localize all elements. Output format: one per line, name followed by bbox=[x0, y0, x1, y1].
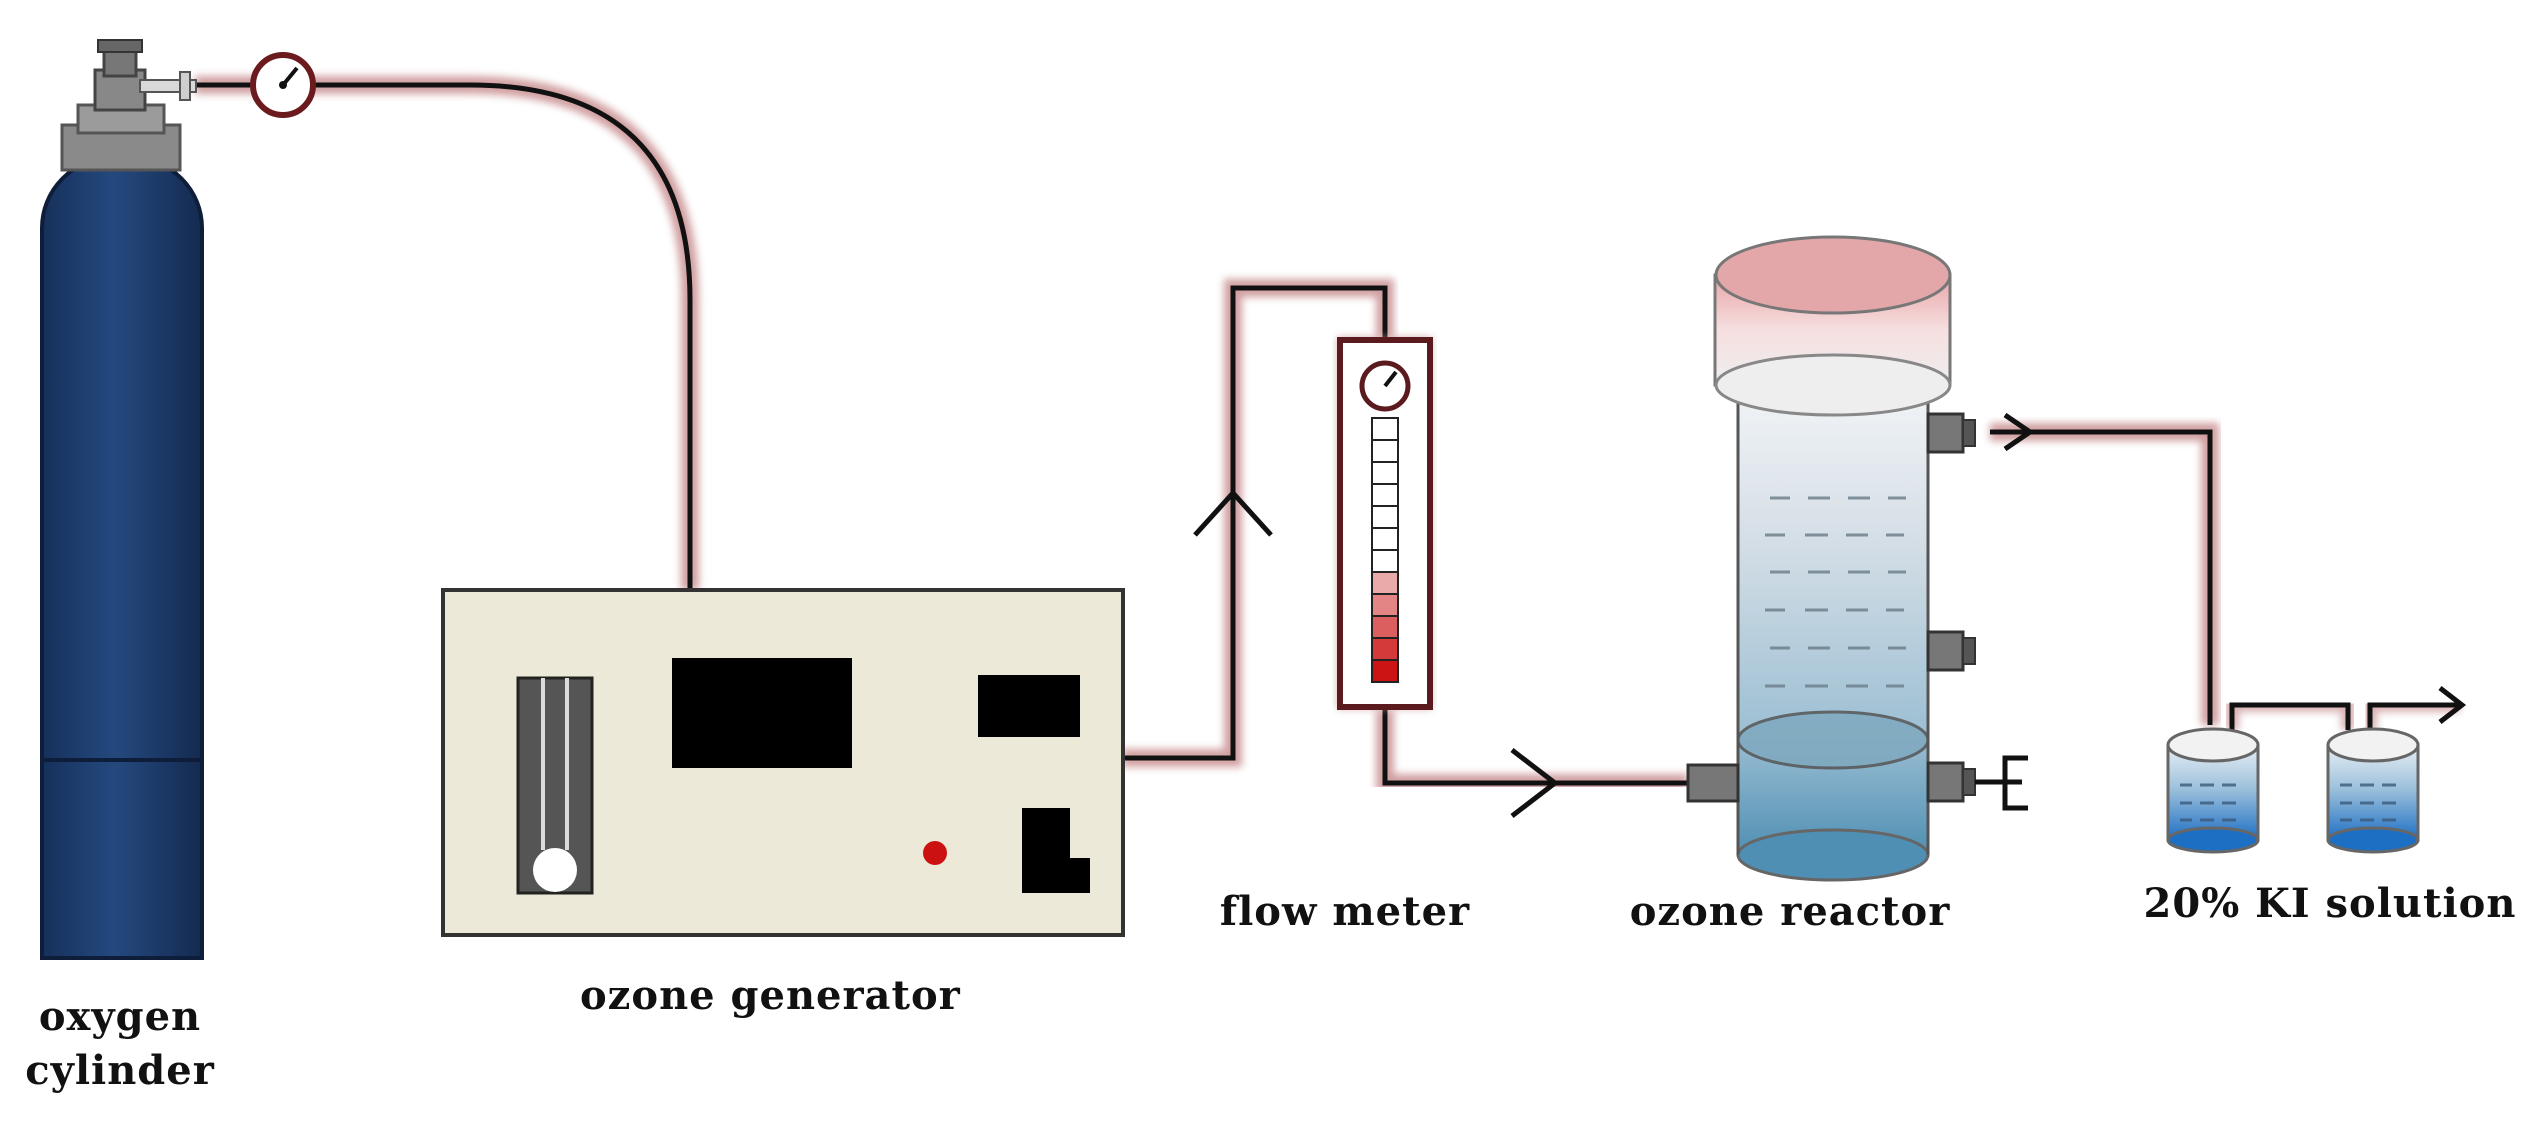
label-ozone-reactor: ozone reactor bbox=[1629, 888, 1951, 935]
flow-scale-cell bbox=[1371, 439, 1399, 463]
arrow-right-exhaust bbox=[2438, 686, 2467, 724]
flow-scale-cell bbox=[1371, 637, 1399, 661]
diffuser-plate bbox=[1736, 710, 1930, 770]
flow-scale-cell bbox=[1371, 527, 1399, 551]
inlet-port bbox=[1686, 763, 1740, 803]
flow-scale-cell bbox=[1371, 593, 1399, 617]
flow-scale-cell bbox=[1371, 615, 1399, 639]
flow-scale-cell bbox=[1371, 549, 1399, 573]
ozone-generator bbox=[441, 588, 1125, 937]
outlet-port bbox=[1926, 412, 1965, 454]
switch-block bbox=[1022, 808, 1090, 893]
indicator-light bbox=[923, 841, 947, 865]
label-oxygen-line1: oxygen bbox=[38, 993, 202, 1040]
flow-scale-cell bbox=[1371, 505, 1399, 529]
label-oxygen-cylinder: oxygen cylinder bbox=[20, 990, 220, 1098]
label-oxygen-line2: cylinder bbox=[25, 1047, 215, 1094]
sampling-port bbox=[1926, 630, 1965, 672]
drain-port bbox=[1926, 761, 1965, 803]
arrow-right-outlet bbox=[2003, 412, 2035, 452]
display-screen bbox=[672, 658, 852, 768]
flow-scale-cell bbox=[1371, 417, 1399, 441]
flow-scale bbox=[1371, 417, 1399, 683]
label-ozone-generator: ozone generator bbox=[580, 972, 961, 1019]
arrow-up bbox=[1193, 489, 1273, 537]
ki-beaker-1 bbox=[2166, 727, 2260, 854]
flow-scale-cell bbox=[1371, 571, 1399, 595]
flow-scale-cell bbox=[1371, 461, 1399, 485]
oxygen-cylinder bbox=[40, 39, 204, 960]
drain-valve-icon bbox=[2002, 755, 2028, 811]
flow-scale-cell bbox=[1371, 659, 1399, 683]
label-flow-meter: flow meter bbox=[1219, 888, 1471, 935]
control-panel bbox=[978, 675, 1080, 737]
ozone-reactor bbox=[1686, 235, 2028, 882]
label-ki-solution: 20% KI solution bbox=[2143, 880, 2517, 927]
flow-meter bbox=[1337, 337, 1433, 710]
flow-arrows bbox=[1193, 412, 2467, 818]
ki-beaker-2 bbox=[2326, 727, 2420, 854]
arrow-right-reactor bbox=[1510, 748, 1560, 818]
flow-scale-cell bbox=[1371, 483, 1399, 507]
pressure-gauge-icon bbox=[250, 52, 316, 118]
gas-tubing bbox=[195, 76, 2460, 792]
